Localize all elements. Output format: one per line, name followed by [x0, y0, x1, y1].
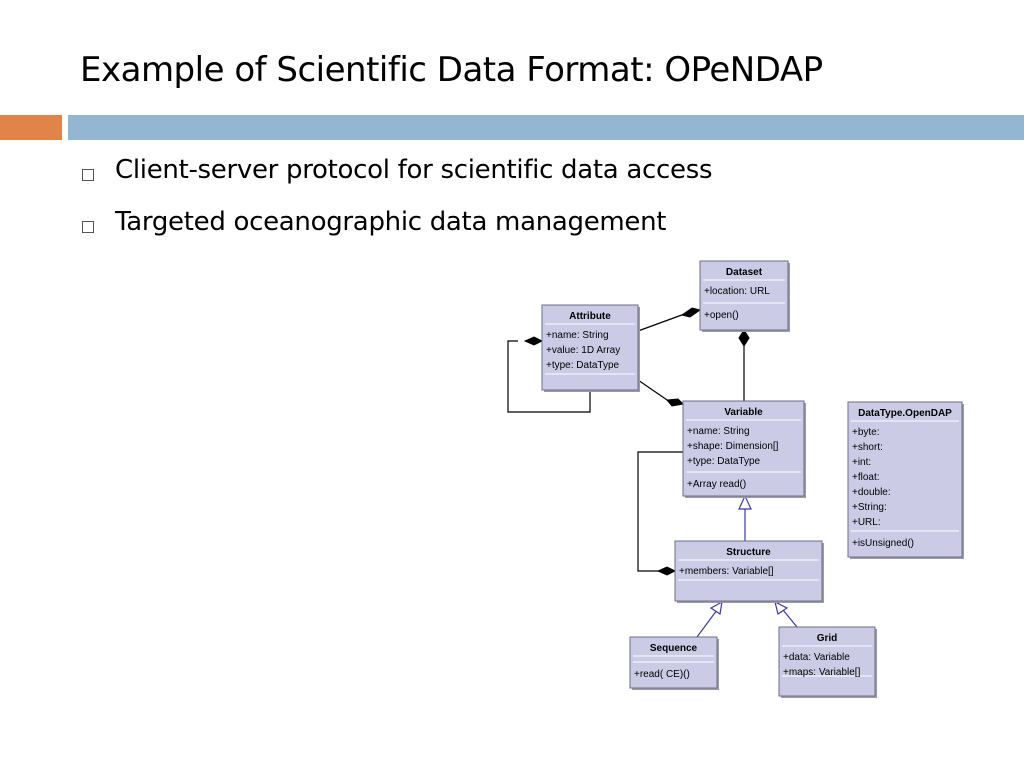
- class-attribute: +shape: Dimension[]: [687, 441, 779, 452]
- class-name: Variable: [724, 407, 763, 418]
- class-name: Dataset: [726, 267, 763, 278]
- class-attribute: +URL:: [852, 517, 881, 528]
- class-attribute: +data: Variable: [783, 652, 850, 663]
- accent-bar-orange: [0, 115, 62, 140]
- class-attribute: +location: URL: [704, 286, 770, 297]
- class-method: +Array read(): [687, 479, 746, 490]
- square-bullet-icon: [82, 169, 94, 181]
- class-attribute: +name: String: [687, 426, 750, 437]
- class-method: +isUnsigned(): [852, 538, 914, 549]
- class-attribute: +name: String: [546, 330, 609, 341]
- class-attribute: +float:: [852, 472, 880, 483]
- class-name: Attribute: [569, 311, 611, 322]
- square-bullet-icon: [82, 221, 94, 233]
- class-name: Sequence: [650, 643, 698, 654]
- uml-class-dataset: Dataset +location: URL +open(): [699, 260, 790, 332]
- grid-structure-inheritance-line: [782, 609, 798, 628]
- composition-diamond-icon: [666, 398, 685, 407]
- structure-variable-composition-line: [637, 451, 683, 572]
- class-method: +open(): [704, 310, 739, 321]
- accent-bar-blue: [68, 115, 1024, 140]
- class-box: [699, 260, 789, 331]
- bullet-text: Targeted oceanographic data management: [115, 207, 667, 237]
- sequence-structure-inheritance-line: [696, 609, 718, 638]
- class-method: +read( CE)(): [634, 669, 690, 680]
- class-box: [541, 304, 639, 391]
- uml-class-sequence: Sequence +read( CE)(): [629, 636, 719, 690]
- connector-lines: [507, 307, 798, 638]
- uml-class-attribute: Attribute +name: String +value: 1D Array +t…: [541, 304, 640, 392]
- class-attribute: +double:: [852, 487, 891, 498]
- composition-diamond-icon: [680, 307, 702, 318]
- class-box: [778, 626, 876, 697]
- bullet-text: Client-server protocol for scientific da…: [115, 155, 713, 185]
- uml-class-structure: Structure +members: Variable[]: [674, 540, 824, 603]
- generalization-arrow-icon: [709, 600, 723, 616]
- variable-attribute-composition-line: [637, 379, 671, 403]
- generalization-arrow-icon: [774, 600, 789, 615]
- class-box: [674, 540, 823, 602]
- class-attribute: +type: DataType: [687, 456, 761, 467]
- composition-diamond-icon: [656, 566, 677, 576]
- composition-diamond-icon: [738, 329, 750, 347]
- uml-class-grid: Grid +data: Variable +maps: Variable[]: [778, 626, 877, 698]
- uml-class-variable: Variable +name: String +shape: Dimension[]…: [682, 400, 806, 498]
- class-attribute: +value: 1D Array: [546, 345, 620, 356]
- class-attribute: +byte:: [852, 427, 880, 438]
- class-attribute: +short:: [852, 442, 883, 453]
- slide-title: Example of Scientific Data Format: OPeND…: [80, 50, 823, 90]
- class-box: [682, 400, 805, 497]
- class-name: DataType.OpenDAP: [858, 408, 952, 419]
- class-name: Structure: [726, 547, 771, 558]
- attribute-self-composition-line: [507, 340, 591, 413]
- class-attribute: +type: DataType: [546, 360, 620, 371]
- composition-diamond-icon: [523, 336, 544, 346]
- class-name: Grid: [817, 633, 838, 644]
- class-attribute: +maps: Variable[]: [783, 667, 861, 678]
- uml-class-datatype: DataType.OpenDAP +byte: +short: +int: +float…: [847, 401, 964, 559]
- generalization-arrow-icon: [738, 494, 752, 510]
- class-attribute: +int:: [852, 457, 871, 468]
- class-attribute: +members: Variable[]: [679, 566, 774, 577]
- class-attribute: +String:: [852, 502, 887, 513]
